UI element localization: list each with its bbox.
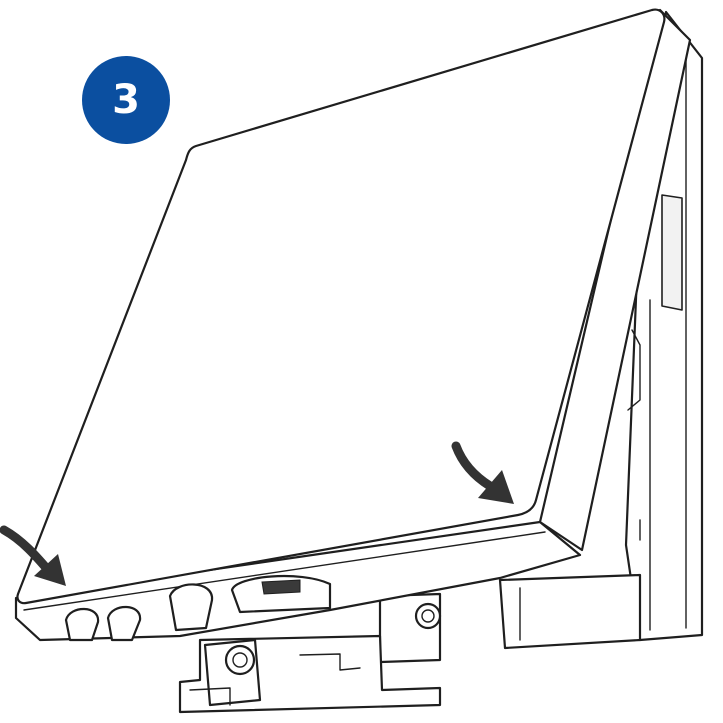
curved-arrow-left: [0, 525, 66, 586]
cover-face: [16, 8, 666, 605]
step-number: 3: [112, 77, 140, 123]
step-number-badge: 3: [82, 56, 170, 144]
cover-slots: [64, 574, 332, 642]
base-mount: [178, 573, 642, 714]
curved-arrow-right: [451, 441, 514, 504]
